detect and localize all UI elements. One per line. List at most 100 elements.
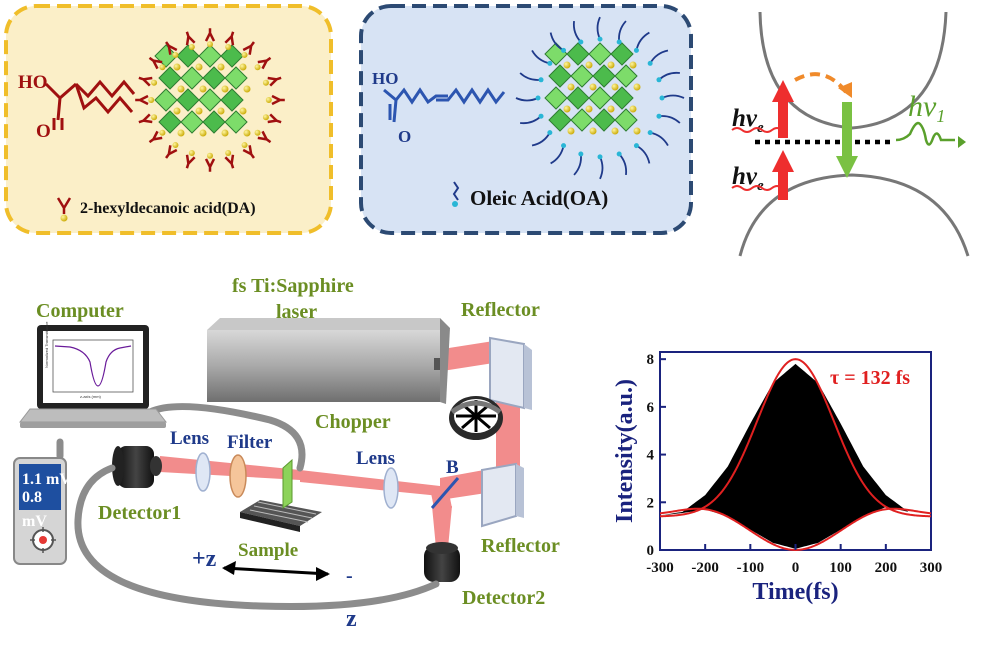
- z-arrow-left: [222, 561, 236, 575]
- x-tick-label: 300: [920, 560, 943, 576]
- octahedron: [544, 86, 568, 110]
- da-ligand: [138, 76, 153, 87]
- octahedron: [548, 108, 572, 132]
- octahedron: [220, 44, 244, 68]
- da-ligand: [257, 56, 272, 70]
- ligand-head: [578, 151, 584, 157]
- x-tick-label: 100: [829, 560, 852, 576]
- plus-z-label: +z: [192, 546, 217, 572]
- y-axis-label: Intensity(a.u.): [612, 379, 638, 523]
- excitation-arrow-upper: [772, 80, 794, 138]
- cation-ball: [585, 105, 593, 113]
- octahedron: [570, 108, 594, 132]
- cation-ball: [589, 83, 597, 91]
- lens1-label: Lens: [170, 428, 209, 449]
- sample-stage: [240, 458, 322, 532]
- da-nanocrystal: [135, 28, 285, 172]
- detector2: [424, 542, 460, 582]
- cation-ball: [195, 107, 203, 115]
- octahedron: [198, 88, 222, 112]
- x-axis-label: Time(fs): [752, 579, 838, 605]
- da-ligand: [224, 31, 235, 46]
- octahedron: [220, 88, 244, 112]
- octahedron: [570, 64, 594, 88]
- fit-upper-envelope: [659, 358, 932, 518]
- oa-nanocrystal: [515, 16, 685, 180]
- octahedron: [154, 88, 178, 112]
- ligand-ball: [225, 44, 232, 51]
- octahedron: [180, 66, 204, 90]
- meter-reading-line3: mV: [22, 513, 47, 530]
- cation-ball: [199, 129, 207, 137]
- ligand-head: [547, 60, 553, 66]
- octahedron: [566, 42, 590, 66]
- beam-splitter-label: B: [446, 457, 459, 478]
- beam-splitter: [430, 477, 460, 509]
- cation-ball: [611, 83, 619, 91]
- oa-ho-label: HO: [372, 69, 398, 88]
- detector2-label: Detector2: [462, 587, 545, 609]
- cation-ball: [607, 105, 615, 113]
- chopper: [449, 396, 503, 440]
- ligand-head: [633, 47, 639, 53]
- lens2: [383, 467, 399, 509]
- ligand-head: [561, 143, 567, 149]
- octahedron: [610, 42, 634, 66]
- x-tick-label: -200: [691, 560, 719, 576]
- da-ligand: [135, 94, 149, 106]
- oa-molecule: [383, 87, 506, 123]
- cation-ball: [589, 127, 597, 135]
- ligand-ball: [148, 97, 155, 103]
- detector1-label: Detector1: [98, 502, 181, 524]
- ligand-ball: [262, 79, 269, 86]
- da-ligand: [138, 113, 153, 124]
- x-tick-label: 0: [792, 560, 800, 576]
- octahedron: [176, 88, 200, 112]
- ligand-ball: [159, 64, 166, 71]
- oa-legend-label: Oleic Acid(OA): [470, 186, 608, 210]
- ligand-ball: [262, 114, 269, 121]
- ligand-head: [538, 113, 544, 119]
- cation-ball: [177, 85, 185, 93]
- cation-ball: [633, 127, 641, 135]
- ligand-ball: [225, 149, 232, 156]
- da-ligand: [271, 94, 285, 106]
- filter: [229, 454, 247, 498]
- da-ligand: [242, 145, 255, 159]
- cation-ball: [607, 61, 615, 69]
- oa-o-label: O: [398, 127, 411, 146]
- excitation-arrow-lower: [772, 150, 794, 200]
- octahedron: [158, 110, 182, 134]
- cation-ball: [563, 61, 571, 69]
- da-ligand: [148, 130, 163, 144]
- reflector-top-mirror: [489, 336, 532, 410]
- da-ligand: [204, 158, 216, 172]
- ligand-head: [647, 130, 653, 136]
- cation-ball: [633, 83, 641, 91]
- ligand-ball: [151, 79, 158, 86]
- z-arrow-right: [316, 567, 330, 581]
- ligand-head: [547, 130, 553, 136]
- ligand-head: [656, 77, 662, 83]
- cation-ball: [217, 63, 225, 71]
- octahedron: [566, 86, 590, 110]
- ligand-ball: [188, 44, 195, 51]
- cation-ball: [629, 105, 637, 113]
- da-ligand: [267, 113, 282, 124]
- reflector-bottom-label: Reflector: [481, 535, 560, 557]
- ligand-head: [538, 77, 544, 83]
- ligand-ball: [151, 114, 158, 121]
- octahedron: [592, 64, 616, 88]
- ligand-ball: [188, 149, 195, 156]
- relaxation-arrow: [794, 72, 848, 94]
- ligand-ball: [207, 152, 213, 159]
- screen-title: Normalized Transmittance: [44, 321, 49, 368]
- emission-wave: [895, 121, 955, 146]
- octahedron: [610, 86, 634, 110]
- ligand-head: [578, 39, 584, 45]
- y-tick-label: 6: [647, 400, 655, 416]
- cation-ball: [173, 63, 181, 71]
- screen-xlabel: z-axis (mm): [80, 394, 102, 399]
- laser-label-line1: fs Ti:Sapphire: [232, 275, 354, 297]
- da-ho-label: HO: [18, 72, 48, 93]
